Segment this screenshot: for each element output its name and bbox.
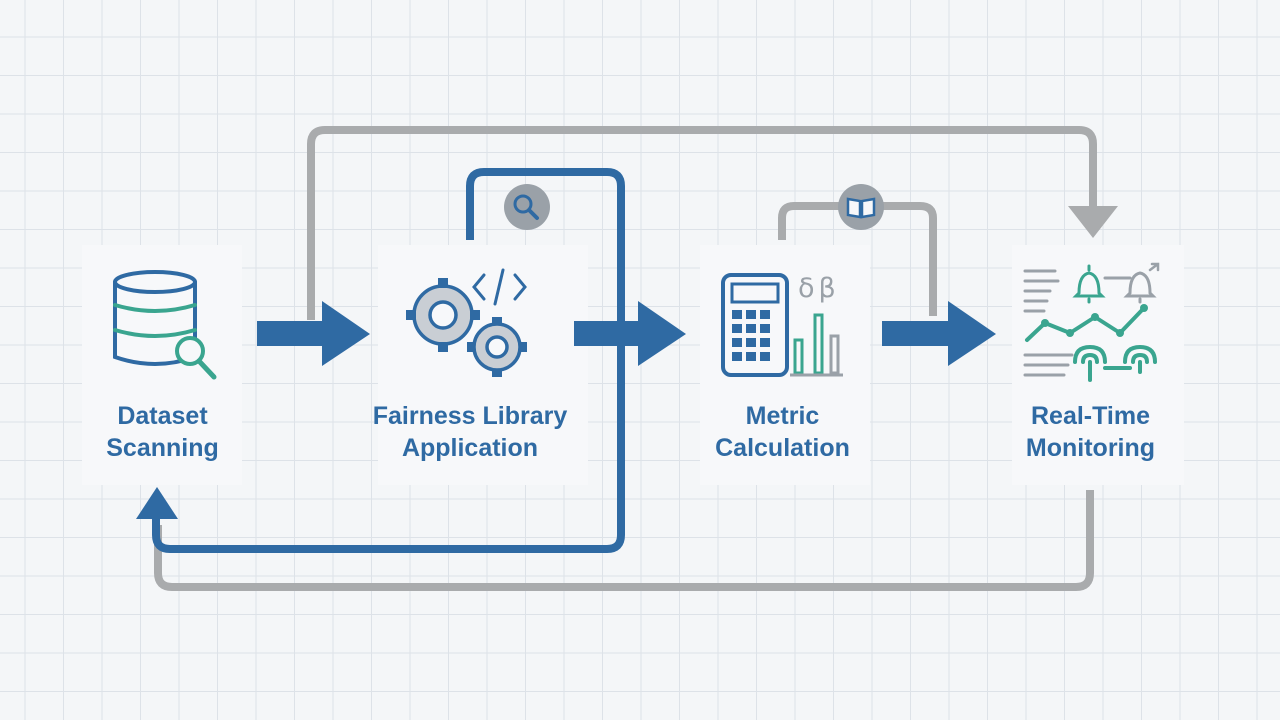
arrow-dataset-to-fairness [257,301,370,366]
gray-loop-top [307,126,1097,320]
calculator-chart-icon [721,273,843,377]
book-icon [838,184,884,230]
magnifier-icon [504,184,550,230]
gray-loop-bottom [154,490,1094,591]
greek-symbols: δβ [798,273,840,304]
stage-label-real-time-monitoring: Real-Time Monitoring [1025,402,1156,462]
arrow-metric-to-monitoring [882,301,996,366]
arrow-fairness-to-metric [574,301,686,366]
database-search-icon [113,270,217,380]
stage-label-metric-calculation: Metric Calculation [715,402,850,462]
blue-loop [152,168,625,553]
blue-loop-arrowhead [136,487,178,519]
gray-loop-top-arrowhead [1068,206,1118,238]
stage-label-fairness-library-application: Fairness Library Application [372,402,568,462]
gears-code-icon [406,268,527,377]
stage-label-dataset-scanning: Dataset Scanning [106,402,219,462]
monitoring-dashboard-icon [1023,262,1160,382]
